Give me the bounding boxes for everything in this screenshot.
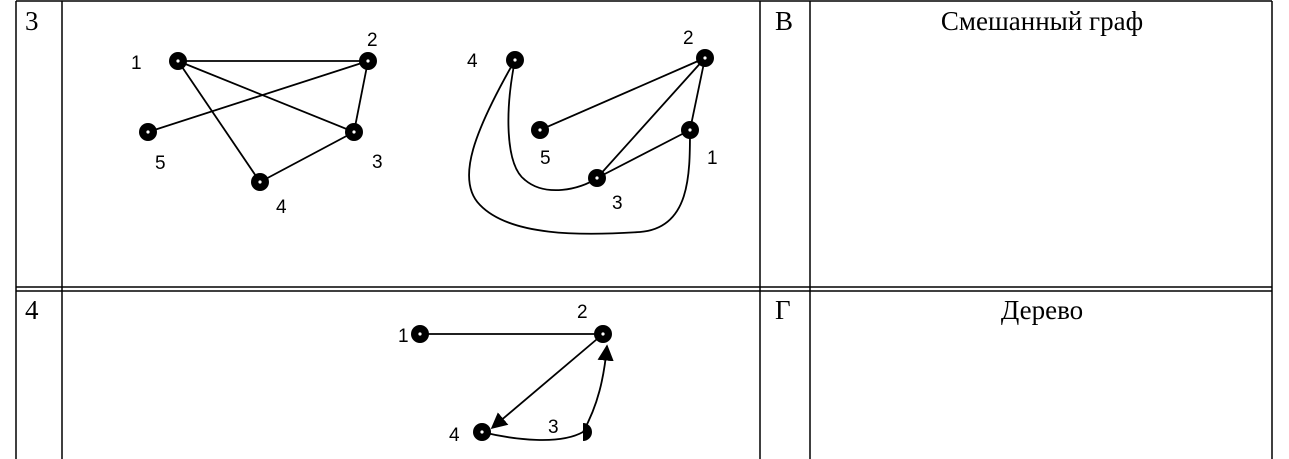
graph-vertex xyxy=(583,423,592,441)
graph-vertex xyxy=(345,123,363,141)
graph-vertex xyxy=(594,325,612,343)
vertex-label: 4 xyxy=(276,197,287,218)
graph-arc xyxy=(582,344,614,433)
graph-row4: 1 2 4 3 xyxy=(398,302,614,446)
graph-edge xyxy=(596,129,691,179)
graph-vertex xyxy=(139,123,157,141)
vertex-label: 5 xyxy=(540,148,551,169)
row4-number: 4 xyxy=(25,295,39,325)
vertex-label: 1 xyxy=(131,53,142,74)
graph-edge xyxy=(353,60,369,133)
graph-edge xyxy=(177,60,261,183)
row4-description: Дерево xyxy=(1000,295,1084,325)
graph-curved-edge xyxy=(468,59,691,235)
graph-edge xyxy=(596,57,706,179)
vertex-label: 2 xyxy=(367,30,378,51)
graph-arc xyxy=(490,333,604,430)
vertex-label: 3 xyxy=(612,193,623,214)
row3-number: 3 xyxy=(25,6,39,36)
graph-edge xyxy=(147,60,369,133)
graph-vertex xyxy=(696,49,714,67)
graph-curved-edge xyxy=(507,59,598,191)
graph-vertex xyxy=(506,51,524,69)
graph-row3-left: 1 2 3 4 5 xyxy=(131,30,383,218)
vertex-label: 1 xyxy=(707,148,718,169)
graph-vertex xyxy=(411,325,429,343)
vertex-label: 4 xyxy=(467,51,478,72)
vertex-label: 3 xyxy=(372,152,383,173)
table-grid xyxy=(15,0,1273,459)
graph-edge xyxy=(539,57,706,131)
graph-vertex xyxy=(359,52,377,70)
row4-letter: Г xyxy=(775,295,791,325)
graph-vertex xyxy=(473,423,491,441)
vertex-label: 4 xyxy=(449,425,460,446)
row3-description: Смешанный граф xyxy=(940,6,1144,36)
graph-edge xyxy=(689,57,706,131)
graph-edge xyxy=(177,60,355,133)
graph-vertex xyxy=(251,173,269,191)
graph-vertex xyxy=(588,169,606,187)
graph-row3-right: 4 2 5 1 3 xyxy=(467,28,718,235)
graph-edge xyxy=(259,131,355,183)
vertex-label: 3 xyxy=(548,417,559,438)
graph-vertex xyxy=(169,52,187,70)
vertex-label: 1 xyxy=(398,326,409,347)
vertex-label: 5 xyxy=(155,153,166,174)
vertex-label: 2 xyxy=(577,302,588,323)
graph-vertex xyxy=(531,121,549,139)
vertex-label: 2 xyxy=(683,28,694,49)
graph-vertex xyxy=(681,121,699,139)
row3-letter: В xyxy=(775,6,794,36)
graph-curved-edge xyxy=(481,431,584,441)
